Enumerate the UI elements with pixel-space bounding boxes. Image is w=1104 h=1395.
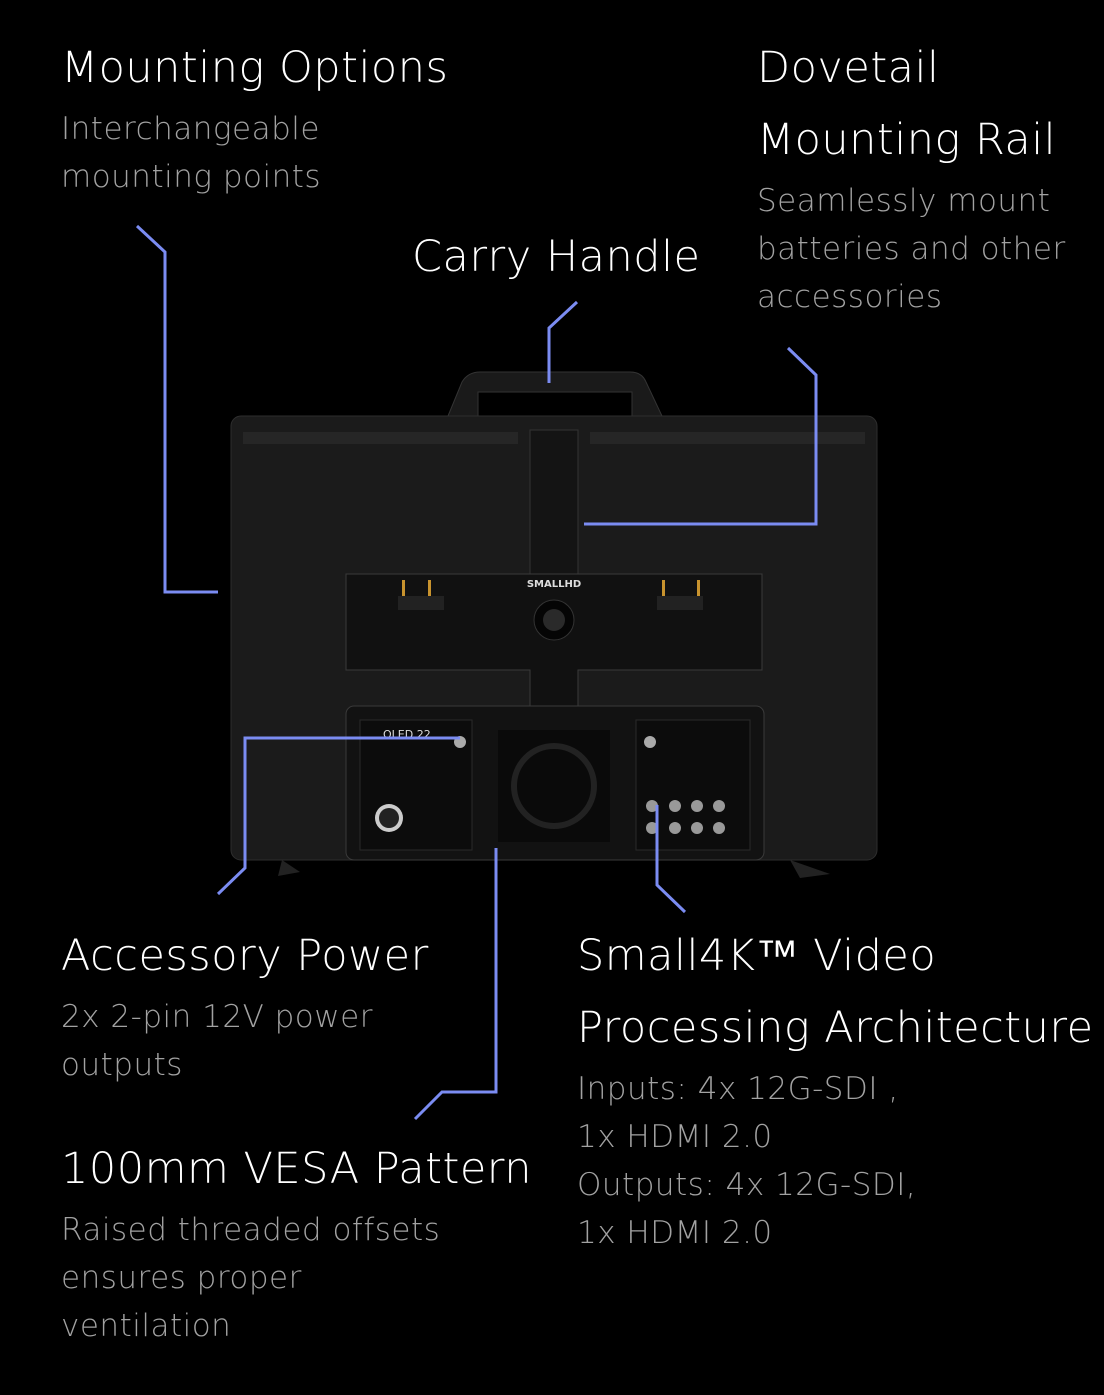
callout-power <box>216 736 460 896</box>
video-title-1: Small4K™ Video <box>577 931 937 981</box>
vesa-desc-2: ensures proper <box>61 1260 302 1296</box>
video-desc-1: Inputs: 4x 12G-SDI , <box>577 1071 899 1107</box>
monitor-rear: SMALLHD OLED 22 <box>230 371 878 878</box>
video-desc-2: 1x HDMI 2.0 <box>577 1119 773 1155</box>
vesa-desc-3: ventilation <box>61 1308 232 1344</box>
power-desc-2: outputs <box>61 1047 183 1083</box>
mounting-desc-2: mounting points <box>61 159 322 195</box>
vesa-desc-1: Raised threaded offsets <box>61 1212 441 1248</box>
dovetail-title-2: Mounting Rail <box>757 115 1057 165</box>
video-desc-4: 1x HDMI 2.0 <box>577 1215 773 1251</box>
dovetail-desc-1: Seamlessly mount <box>757 183 1051 219</box>
dovetail-desc-2: batteries and other <box>757 231 1066 267</box>
callout-video <box>655 805 687 914</box>
sdi-connectors <box>646 800 725 834</box>
mounting-title: Mounting Options <box>61 43 449 93</box>
brand-logo: SMALLHD <box>527 579 581 590</box>
power-title: Accessory Power <box>61 931 429 981</box>
power-desc-1: 2x 2-pin 12V power <box>61 999 373 1035</box>
mounting-desc-1: Interchangeable <box>61 111 320 147</box>
callout-lines <box>135 224 818 1121</box>
callout-vesa <box>413 848 498 1121</box>
vesa-title: 100mm VESA Pattern <box>61 1144 532 1194</box>
callout-handle <box>547 300 579 383</box>
callout-dovetail <box>584 346 818 526</box>
handle-title: Carry Handle <box>412 232 701 282</box>
carry-handle <box>447 371 663 417</box>
dovetail-desc-3: accessories <box>757 279 943 315</box>
callout-mounting <box>135 224 218 594</box>
video-desc-3: Outputs: 4x 12G-SDI, <box>577 1167 917 1203</box>
dovetail-title-1: Dovetail <box>757 43 940 93</box>
video-title-2: Processing Architecture <box>577 1003 1094 1053</box>
